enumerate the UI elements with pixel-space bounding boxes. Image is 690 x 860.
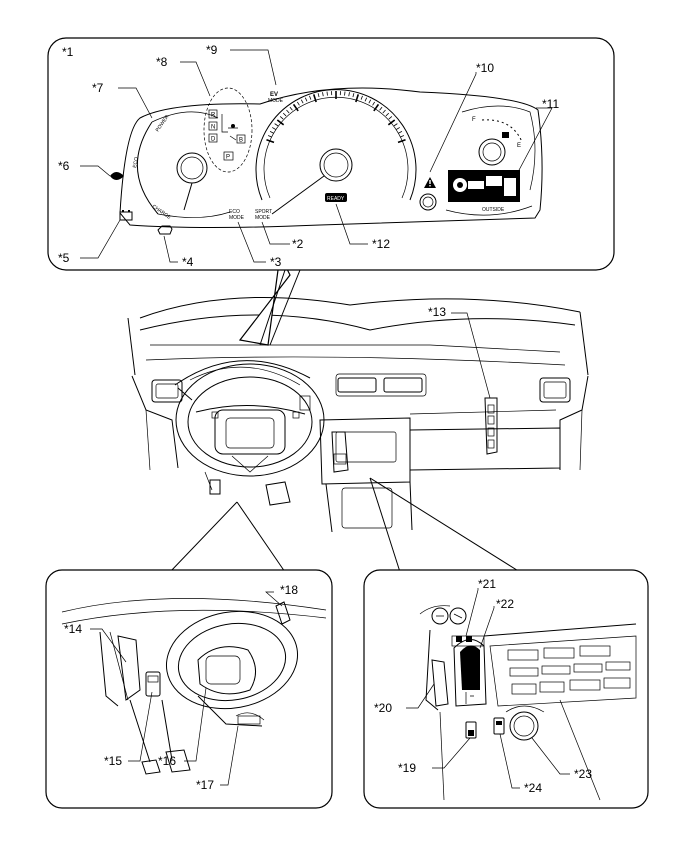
callout-12: *12 xyxy=(372,237,390,251)
callout-5: *5 xyxy=(58,251,70,265)
callout-9: *9 xyxy=(206,43,218,57)
callout-17: *17 xyxy=(196,778,214,792)
gear-p-label: P xyxy=(226,155,230,161)
callout-15: *15 xyxy=(104,754,122,768)
sport-mode-indicator: SPORT MODE xyxy=(255,209,272,221)
sport-mode-line-2: MODE xyxy=(255,215,271,221)
callout-14: *14 xyxy=(64,622,82,636)
cluster-panel: *1 POWER ECO CHARGE R N D P B xyxy=(48,38,614,398)
callout-11: *11 xyxy=(542,97,559,111)
fuel-empty-label: E xyxy=(517,143,521,149)
callout-2: *2 xyxy=(292,237,304,251)
ready-indicator: READY xyxy=(325,193,347,202)
driver-side-panel: *14 *15 *16 *17 *18 xyxy=(46,570,332,808)
panel-id-label: *1 xyxy=(62,45,74,59)
gear-r-label: R xyxy=(211,113,216,119)
callout-6: *6 xyxy=(58,159,70,173)
callout-24: *24 xyxy=(524,781,542,795)
callout-10: *10 xyxy=(476,61,494,75)
gear-d-label: D xyxy=(211,137,216,143)
callout-19: *19 xyxy=(398,761,416,775)
callout-20: *20 xyxy=(374,701,392,715)
callout-8: *8 xyxy=(156,55,168,69)
callout-18: *18 xyxy=(280,583,298,597)
ev-mode-line-2: MODE xyxy=(268,98,284,104)
callout-23: *23 xyxy=(574,767,592,781)
callout-4: *4 xyxy=(182,255,194,269)
callout-3: *3 xyxy=(270,255,282,269)
callout-22: *22 xyxy=(496,597,514,611)
callout-21: *21 xyxy=(478,577,496,591)
gear-n-label: N xyxy=(211,125,215,131)
gear-b-label: B xyxy=(239,138,243,144)
callout-13: *13 xyxy=(428,305,446,319)
callout-7: *7 xyxy=(92,81,104,95)
callout-16: *16 xyxy=(158,754,176,768)
fuel-full-label: F xyxy=(472,117,476,123)
ready-label: READY xyxy=(327,196,345,202)
center-console-panel: *21 *22 *20 *19 *24 *23 xyxy=(364,570,648,808)
dashboard-illustration xyxy=(128,297,588,532)
outside-label: OUTSIDE xyxy=(482,207,505,213)
eco-mode-line-2: MODE xyxy=(229,215,245,221)
